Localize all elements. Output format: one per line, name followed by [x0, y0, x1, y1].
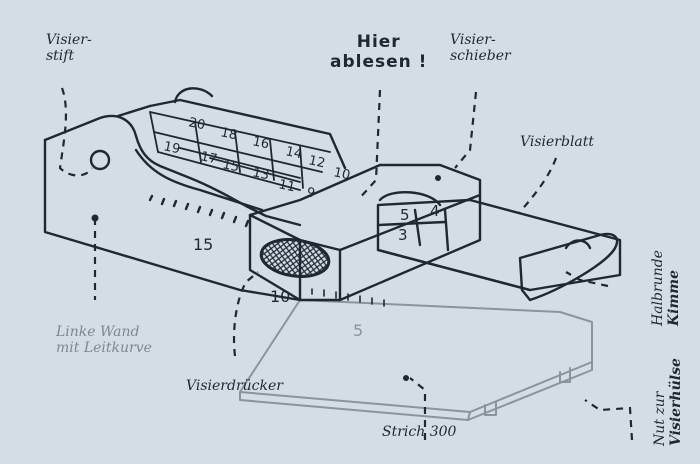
label-line: Linke Wand: [56, 324, 140, 340]
label-line: Visierblatt: [520, 134, 595, 150]
blade-number: 5: [400, 206, 410, 224]
label-visierstift: Visier- stift: [46, 32, 92, 64]
label-strich-300: Strich 300: [382, 424, 456, 440]
label-line: Strich 300: [382, 424, 457, 440]
scale-top-tick: 15: [221, 157, 240, 175]
scale-top-tick: 18: [219, 125, 238, 143]
scale-face: [149, 111, 331, 191]
scale-side-tick: 15: [193, 235, 213, 254]
label-visierblatt: Visierblatt: [520, 134, 594, 150]
label-halbrunde-kimme: Halbrunde Kimme: [650, 226, 682, 326]
scale-top-numbers: 20 19 18 17 16 15 14 13 12 11 10 9: [162, 115, 351, 201]
half-round-notch: [518, 232, 619, 302]
label-line: Visier-: [46, 32, 92, 48]
rear-knob: [173, 87, 214, 104]
label-nut-zur-visierhuelse: Nut zur Visierhülse: [652, 346, 684, 446]
blade-number: 3: [398, 226, 408, 244]
scale-top-tick: 19: [162, 139, 181, 157]
label-line: Nut zur: [652, 391, 668, 446]
scale-top-tick: 16: [251, 134, 270, 152]
lower-scale-ticks: [299, 285, 385, 307]
label-line: ablesen !: [330, 52, 428, 72]
scale-top-tick: 11: [277, 177, 296, 195]
label-line: Visier-: [450, 32, 496, 48]
scale-top-tick: 12: [307, 153, 326, 171]
label-line: stift: [46, 48, 75, 64]
label-line: Kimme: [666, 269, 682, 326]
base-plate: [239, 299, 593, 421]
label-line: mit Leitkurve: [56, 340, 152, 356]
label-line: Halbrunde: [650, 250, 666, 326]
sight-presser-button: [259, 238, 331, 278]
label-visierdruecker: Visierdrücker: [186, 378, 283, 394]
label-visierschieber: Visier- schieber: [450, 32, 511, 64]
label-hier-ablesen: Hier ablesen !: [330, 32, 427, 72]
scale-side-tick: 10: [270, 287, 290, 306]
scale-top-tick: 20: [187, 115, 206, 133]
sight-leaf: [376, 198, 622, 292]
scale-side-tick: 5: [353, 321, 363, 340]
blade-numbers: 3 4 5: [398, 202, 440, 244]
blade-number: 4: [430, 202, 440, 220]
scale-top-tick: 17: [199, 149, 218, 167]
label-line: Visierhülse: [668, 358, 684, 446]
scale-top-tick: 10: [332, 165, 351, 183]
scale-top-tick: 13: [251, 165, 270, 183]
left-wall: [43, 98, 347, 302]
label-line: Hier: [356, 32, 401, 52]
leader-lines: [58, 87, 634, 441]
scale-side-numbers: 15 10 5: [193, 235, 363, 340]
label-line: schieber: [450, 48, 511, 64]
scale-top-tick: 14: [284, 144, 303, 162]
label-linke-wand: Linke Wand mit Leitkurve: [56, 324, 152, 356]
label-line: Visierdrücker: [186, 378, 283, 394]
scale-top-tick: 9: [305, 185, 316, 201]
sight-pin: [89, 149, 111, 171]
